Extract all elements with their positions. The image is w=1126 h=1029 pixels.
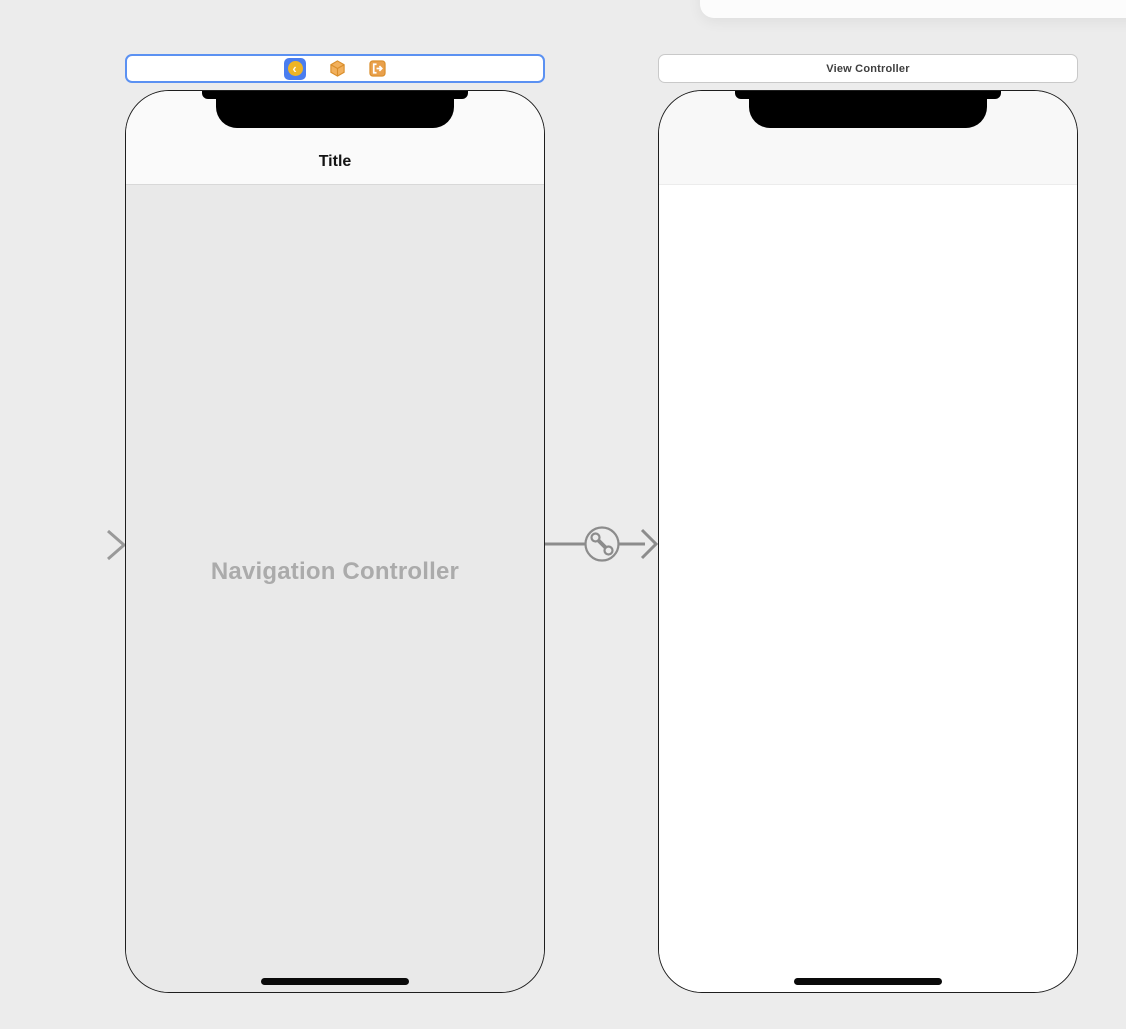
show-segue-connector[interactable] [545, 524, 659, 564]
scene-dock-view-controller[interactable]: View Controller [658, 54, 1078, 83]
entry-point-arrow[interactable] [22, 528, 128, 562]
first-responder-icon[interactable] [329, 60, 346, 77]
navigation-controller-placeholder-label: Navigation Controller [210, 557, 460, 585]
scene-dock-label: View Controller [826, 62, 910, 75]
navigation-controller-icon-circle: ‹ [287, 60, 303, 76]
inspector-panel-edge [700, 0, 1126, 18]
navigation-controller-icon[interactable]: ‹ [284, 57, 306, 80]
notch [749, 91, 987, 128]
home-indicator [261, 978, 409, 985]
scene-dock-navigation-controller[interactable]: ‹ [125, 54, 545, 83]
view-controller-scene[interactable] [658, 90, 1078, 993]
navigation-controller-scene[interactable]: Title Navigation Controller [125, 90, 545, 993]
exit-icon[interactable] [369, 60, 386, 77]
navigation-controller-root-view[interactable]: Navigation Controller [126, 185, 544, 992]
back-chevron-glyph: ‹ [292, 60, 297, 76]
home-indicator [794, 978, 942, 985]
navigation-bar-title[interactable]: Title [318, 153, 352, 170]
view-controller-root-view[interactable] [659, 185, 1077, 992]
notch [216, 91, 454, 128]
